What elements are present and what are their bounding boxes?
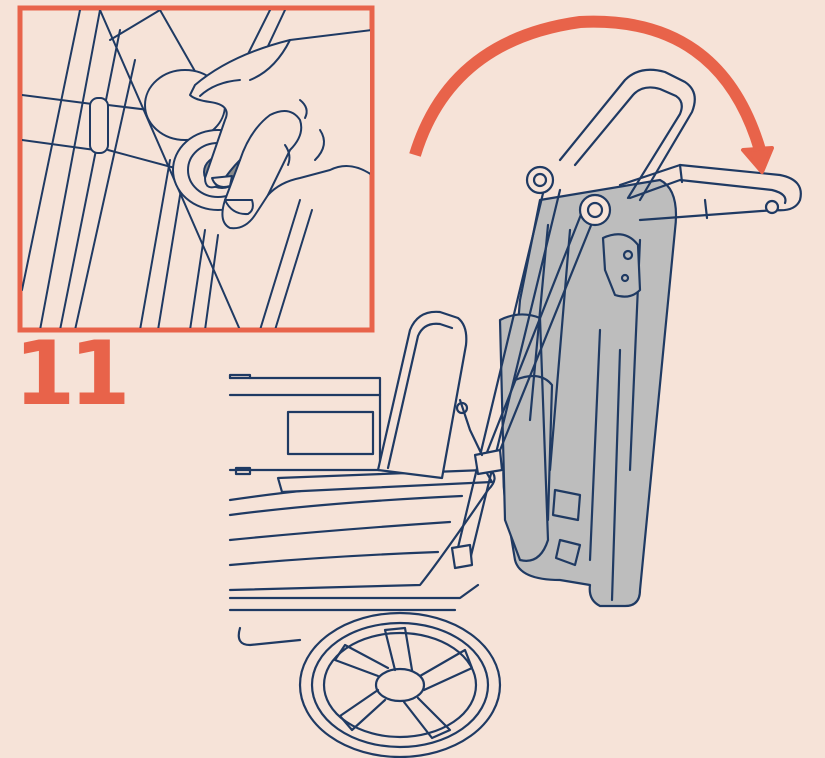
seat-back: [378, 312, 466, 478]
wagon-body: [230, 375, 495, 645]
curved-arrow-icon: [415, 22, 772, 172]
rear-wheel: [300, 613, 500, 757]
detail-inset: [20, 8, 372, 330]
step-number: 11: [14, 330, 124, 418]
folded-seat-fabric: [500, 180, 676, 606]
